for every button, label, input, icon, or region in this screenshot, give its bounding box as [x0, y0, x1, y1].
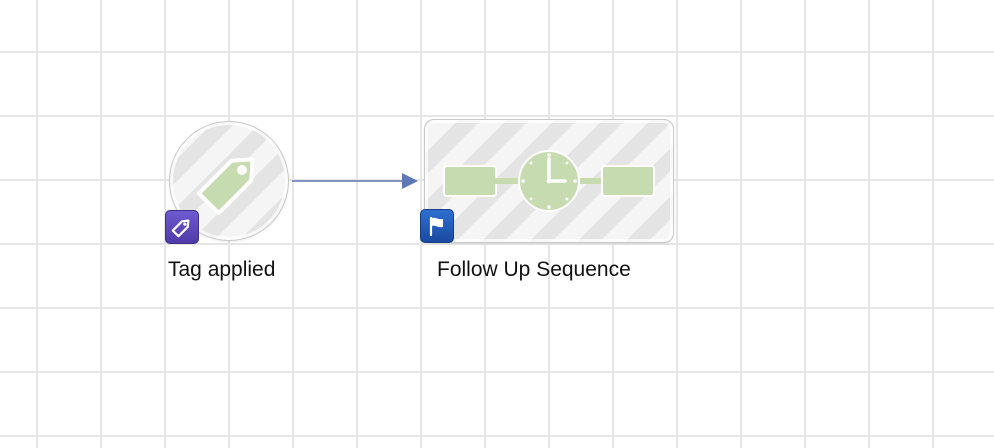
- connector-arrow[interactable]: [292, 170, 422, 192]
- tag-icon: [196, 157, 255, 216]
- tag-applied-label: Tag applied: [168, 258, 276, 281]
- sequence-clock-icon: [443, 150, 655, 212]
- follow-up-sequence-node[interactable]: Follow Up Sequence: [420, 119, 676, 281]
- flag-icon: [420, 209, 454, 243]
- follow-up-sequence-label: Follow Up Sequence: [437, 258, 631, 281]
- tag-badge-icon: [165, 210, 199, 244]
- follow-up-sequence-box[interactable]: [424, 119, 674, 243]
- tag-applied-node[interactable]: Tag applied: [165, 121, 292, 281]
